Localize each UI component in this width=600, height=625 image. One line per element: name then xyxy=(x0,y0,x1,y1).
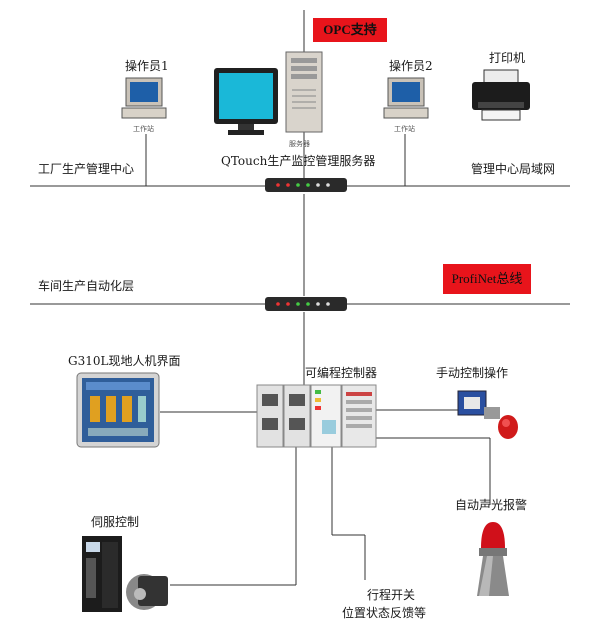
position-feedback-label: 位置状态反馈等 xyxy=(342,606,427,620)
hmi-label: G310L现地人机界面 xyxy=(68,354,181,368)
network-switch-icon xyxy=(265,178,347,192)
workstation2-caption: 工作站 xyxy=(394,125,415,133)
monitor-icon xyxy=(214,68,278,135)
plc-controller-icon xyxy=(256,384,377,448)
server-caption: 服务器 xyxy=(289,140,310,148)
servo-drive-icon xyxy=(82,536,168,612)
printer-icon xyxy=(472,69,530,121)
servo-label: 伺服控制 xyxy=(91,515,140,529)
printer-label: 打印机 xyxy=(489,51,526,65)
server-tower-icon xyxy=(285,51,323,133)
manual-control-label: 手动控制操作 xyxy=(436,366,509,380)
network-switch-icon xyxy=(265,297,347,311)
operator2-label: 操作员2 xyxy=(389,59,433,73)
lan-label: 管理中心局域网 xyxy=(471,162,556,176)
factory-layer-label: 工厂生产管理中心 xyxy=(38,162,135,176)
operator1-label: 操作员1 xyxy=(125,59,169,73)
workstation1-caption: 工作站 xyxy=(133,125,154,133)
alarm-beacon-icon xyxy=(477,522,509,596)
server-label: QTouch生产监控管理服务器 xyxy=(221,154,376,168)
plc-label: 可编程控制器 xyxy=(305,366,378,380)
alarm-label: 自动声光报警 xyxy=(455,498,528,512)
opc-badge: OPC支持 xyxy=(313,18,387,42)
workstation-icon xyxy=(121,77,167,119)
limit-switch-label: 行程开关 xyxy=(367,588,416,602)
emergency-button-icon xyxy=(457,390,518,439)
workstation-icon xyxy=(383,77,429,119)
workshop-layer-label: 车间生产自动化层 xyxy=(38,279,135,293)
profinet-badge: ProfiNet总线 xyxy=(443,264,531,294)
hmi-panel-icon xyxy=(76,372,160,448)
